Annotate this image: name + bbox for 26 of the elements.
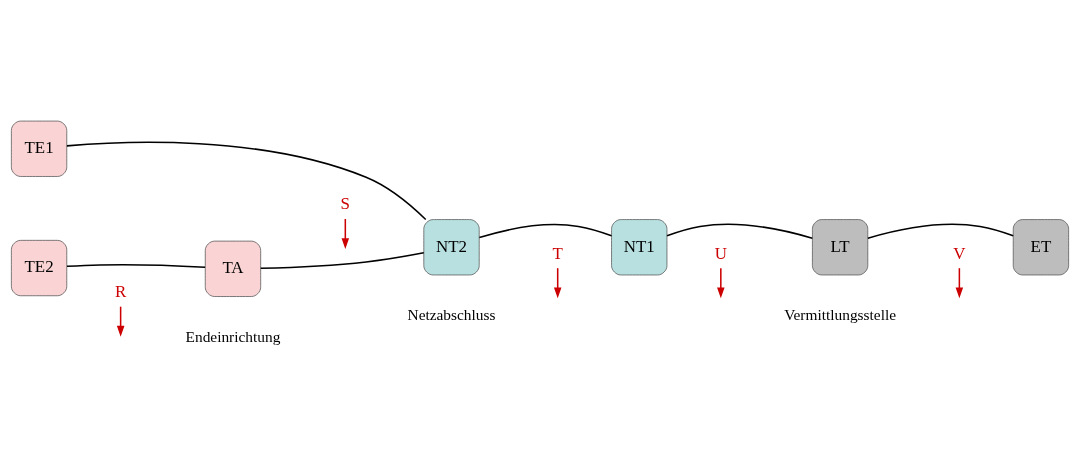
node-text: R [114,281,127,301]
arrow [116,305,125,337]
label: Endeinrichtung [185,327,281,345]
node-box: TE2 [11,239,68,297]
connector [259,252,425,270]
node-box: TE1 [11,120,68,177]
arrow [341,218,350,249]
node-box: NT2 [423,219,480,276]
node-text: S [340,194,351,214]
arrow [553,267,562,299]
node-text: U [714,243,727,263]
node-text: T [552,243,563,263]
label: Vermittlungsstelle [784,306,897,324]
connector [867,223,1014,239]
node-box: NT1 [611,219,668,276]
label: Netzabschluss [407,306,496,324]
connector [478,223,613,239]
connector [66,263,206,268]
node-box: ET [1012,219,1069,276]
node-box: TA [204,240,262,297]
arrow [717,267,725,299]
connector [66,141,427,221]
arrow [955,267,964,299]
node-box: LT [812,219,869,276]
node-text: V [953,243,966,263]
connector [666,223,814,239]
